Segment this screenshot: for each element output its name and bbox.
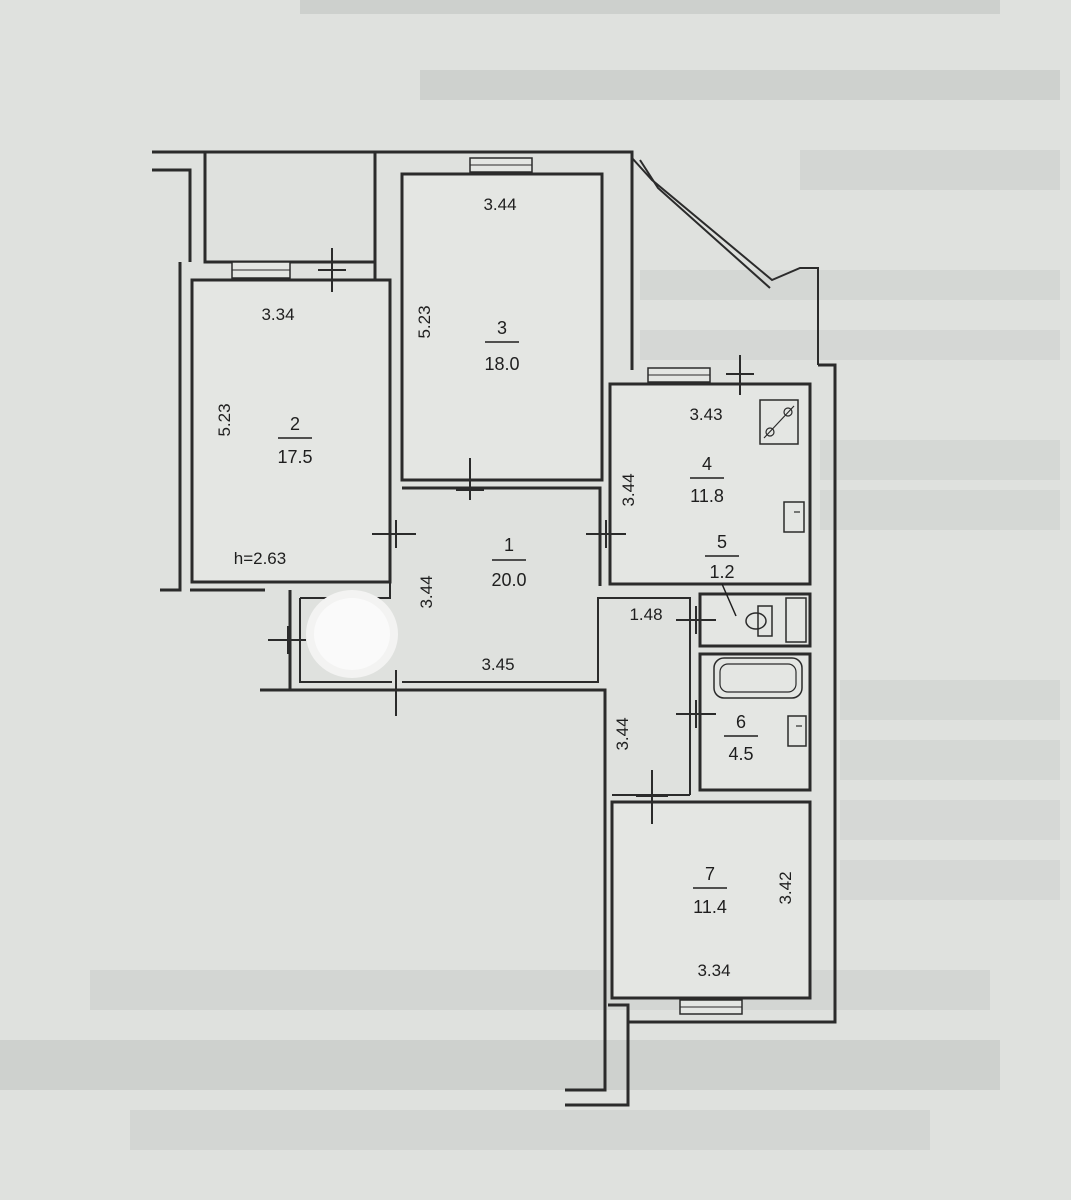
room-2 bbox=[190, 278, 392, 584]
dim-hall-width: 3.45 bbox=[481, 655, 514, 674]
room-area-3: 18.0 bbox=[484, 354, 519, 374]
stove-icon bbox=[759, 399, 799, 445]
ceiling-height: h=2.63 bbox=[234, 549, 286, 568]
door-marks bbox=[268, 248, 754, 824]
room-area-4: 11.8 bbox=[690, 486, 724, 506]
blurred-circle-icon bbox=[306, 590, 398, 678]
room-area-5: 1.2 bbox=[709, 562, 734, 582]
room-7 bbox=[610, 800, 812, 1000]
room-number-3: 3 bbox=[497, 318, 507, 338]
dim-room3-width: 3.44 bbox=[483, 195, 516, 214]
room-area-7: 11.4 bbox=[693, 897, 727, 917]
room-4 bbox=[608, 382, 812, 586]
dimension-labels: 3.34 5.23 3.44 5.23 3.43 3.44 3.44 3.45 … bbox=[215, 195, 795, 980]
sink-icon bbox=[783, 501, 805, 533]
bathtub-icon bbox=[713, 657, 803, 699]
room-number-1: 1 bbox=[504, 535, 514, 555]
room-area-1: 20.0 bbox=[491, 570, 526, 590]
room-number-5: 5 bbox=[717, 532, 727, 552]
dim-room7-width: 3.34 bbox=[697, 961, 730, 980]
dim-bath-width: 1.48 bbox=[629, 605, 662, 624]
room-6 bbox=[698, 652, 812, 792]
room-area-6: 4.5 bbox=[728, 744, 753, 764]
room-number-7: 7 bbox=[705, 864, 715, 884]
dim-room2-length: 5.23 bbox=[215, 403, 234, 436]
room-labels: 2 17.5 3 18.0 1 20.0 4 11.8 5 1.2 6 4.5 … bbox=[277, 318, 758, 917]
sink-icon bbox=[787, 715, 807, 747]
room-1 bbox=[402, 486, 602, 586]
room-3 bbox=[400, 172, 604, 482]
room-area-2: 17.5 bbox=[277, 447, 312, 467]
toilet-icon bbox=[745, 597, 807, 643]
dim-room4-width: 3.43 bbox=[689, 405, 722, 424]
room-5 bbox=[698, 592, 812, 648]
dim-corridor-length: 3.44 bbox=[613, 717, 632, 750]
outer-walls bbox=[152, 150, 837, 1107]
dim-room2-width: 3.34 bbox=[261, 305, 294, 324]
room-number-6: 6 bbox=[736, 712, 746, 732]
dim-room3-length: 5.23 bbox=[415, 305, 434, 338]
dim-hall-length: 3.44 bbox=[417, 575, 436, 608]
room-number-4: 4 bbox=[702, 454, 712, 474]
dim-room4-length: 3.44 bbox=[619, 473, 638, 506]
room-number-2: 2 bbox=[290, 414, 300, 434]
dim-room7-length: 3.42 bbox=[776, 871, 795, 904]
